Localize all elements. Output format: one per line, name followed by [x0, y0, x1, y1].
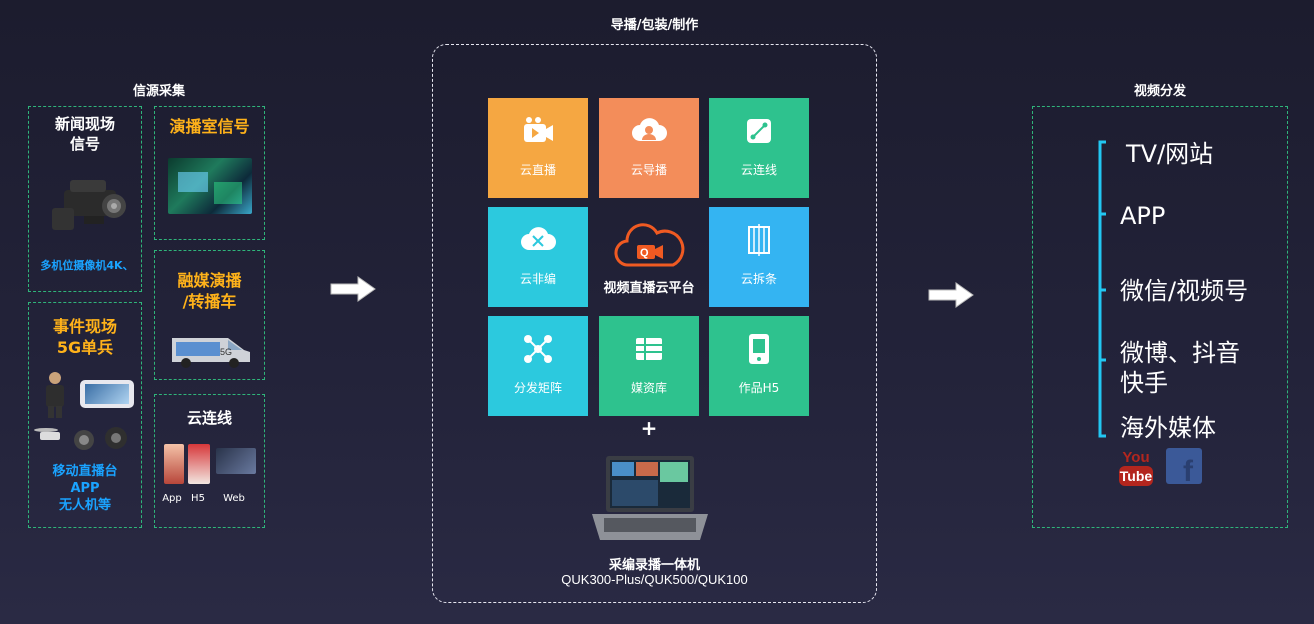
tile-media-library-label: 媒资库 [630, 380, 667, 395]
source-event-title: 事件现场 5G单兵 [28, 316, 142, 358]
tile-distribution-matrix[interactable]: 分发矩阵 [488, 316, 588, 416]
source-event-caption-line1: 移动直播台 [52, 464, 118, 479]
tile-cloud-link-label: 云连线 [740, 162, 777, 177]
cloudlink-label-app: App [162, 493, 182, 504]
facebook-text: f [1183, 455, 1194, 484]
tile-cloud-split-label: 云拆条 [740, 271, 777, 286]
distribution-bracket [1098, 140, 1106, 438]
source-cloudlink-title: 云连线 [186, 409, 232, 427]
backpack-person-icon [46, 372, 64, 418]
arrow-right-icon-1 [330, 276, 376, 302]
arrow-right-icon-2 [928, 282, 974, 308]
tile-cloud-split[interactable]: 云拆条 [709, 207, 809, 307]
film-strip-icon [748, 223, 770, 256]
source-event-caption-line3: 无人机等 [58, 498, 111, 513]
production-box [432, 44, 877, 603]
cloudlink-app-image [164, 444, 184, 484]
source-van-box [154, 250, 265, 380]
source-event-title-line2: 5G单兵 [56, 338, 114, 357]
tile-cloud-edit[interactable]: 云非编 [488, 207, 588, 307]
source-news-title: 新闻现场 信号 [28, 114, 142, 154]
logo-letter: Q [640, 247, 649, 259]
dist-item-overseas: 海外媒体 [1120, 414, 1216, 442]
distribution-title: 视频分发 [1133, 84, 1186, 99]
cloudlink-web-image [216, 448, 256, 474]
source-news-title-line1: 新闻现场 [54, 115, 115, 133]
device-models: QUK300-Plus/QUK500/QUK100 [561, 572, 748, 587]
tile-cloud-live[interactable]: 云直播 [488, 98, 588, 198]
source-event-caption-line2: APP [70, 481, 100, 496]
production-title: 导播/包装/制作 [610, 18, 699, 33]
camcorder-icon [52, 180, 126, 230]
source-van-title-line1: 融媒演播 [177, 271, 242, 290]
tile-cloud-edit-label: 云非编 [519, 271, 556, 286]
source-news-caption: 多机位摄像机4K、 [40, 259, 134, 272]
source-studio-title: 演播室信号 [169, 117, 250, 136]
cloudlink-label-h5: H5 [191, 493, 205, 504]
cloud-live-logo-icon: Q [614, 223, 685, 267]
distribution-box [1032, 106, 1288, 528]
source-news-title-line2: 信号 [69, 135, 100, 153]
platform-center-label: 视频直播云平台 [603, 281, 695, 296]
tile-cloud-link[interactable]: 云连线 [709, 98, 809, 198]
dist-item-tv: TV/网站 [1126, 140, 1214, 168]
tile-cloud-director-label: 云导播 [630, 162, 667, 177]
media-library-icon [636, 337, 662, 360]
source-studio-box [154, 106, 265, 240]
tile-h5-works-label: 作品H5 [738, 380, 780, 395]
studio-image [168, 158, 252, 214]
source-van-title-line2: /转播车 [182, 292, 237, 311]
drone-icon [34, 427, 127, 450]
platform-center: Q 视频直播云平台 [599, 207, 699, 307]
device-title: 采编录播一体机 [608, 558, 700, 573]
source-event-title-line1: 事件现场 [52, 317, 117, 336]
dist-item-wechat: 微信/视频号 [1120, 277, 1249, 305]
plus-sign: + [640, 416, 658, 440]
mobile-h5-icon [749, 333, 769, 364]
dist-item-app: APP [1120, 202, 1166, 230]
tile-cloud-live-label: 云直播 [519, 162, 556, 177]
tile-cloud-director[interactable]: 云导播 [599, 98, 699, 198]
source-news-box [28, 106, 142, 292]
van-badge-text: 5G [220, 347, 232, 357]
sources-title: 信源采集 [132, 84, 185, 99]
source-van-title: 融媒演播 /转播车 [154, 270, 265, 312]
cloud-scissors-icon [521, 226, 556, 250]
link-icon [747, 118, 771, 143]
source-cloudlink-box [154, 394, 265, 528]
facebook-icon: f [1166, 448, 1202, 484]
cloudlink-h5-image [188, 444, 210, 484]
source-event-caption: 移动直播台 APP 无人机等 [28, 463, 142, 514]
video-camera-icon [524, 116, 553, 142]
dist-item-kuaishou: 快手 [1120, 369, 1168, 397]
cloud-user-icon [632, 117, 667, 141]
encoder-laptop-icon [592, 456, 708, 540]
cloudlink-label-web: Web [223, 493, 245, 504]
youtube-text-top: You [1122, 449, 1149, 466]
youtube-text-bottom: Tube [1120, 468, 1153, 484]
youtube-icon: You Tube [1119, 449, 1153, 486]
tile-distribution-matrix-label: 分发矩阵 [513, 380, 562, 395]
phone-image [80, 380, 134, 408]
tile-media-library[interactable]: 媒资库 [599, 316, 699, 416]
broadcast-van-icon: 5G [172, 338, 250, 368]
dist-item-weibo: 微博、抖音 [1120, 339, 1240, 367]
source-event-box [28, 302, 142, 528]
tile-h5-works[interactable]: 作品H5 [709, 316, 809, 416]
network-icon [524, 334, 552, 363]
